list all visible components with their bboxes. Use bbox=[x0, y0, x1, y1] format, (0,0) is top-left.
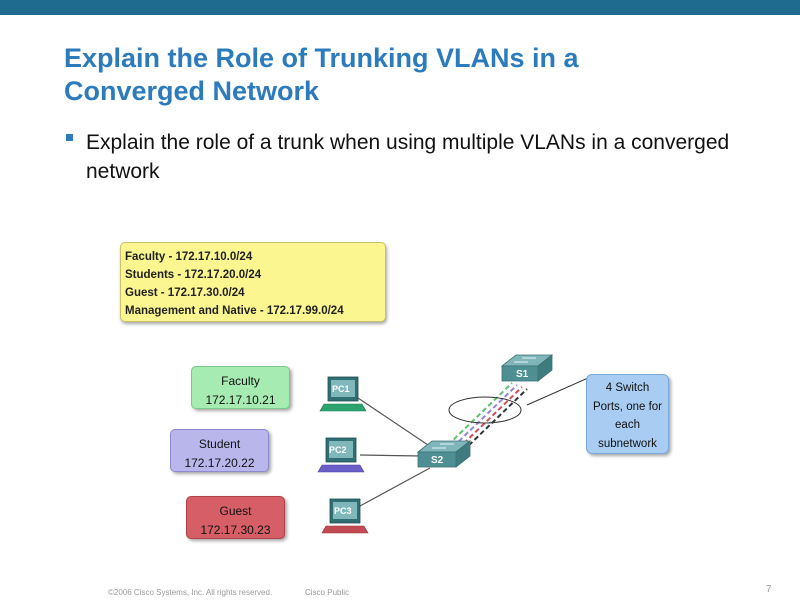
student-label-box: Student 172.17.20.22 bbox=[170, 429, 269, 472]
link-pc1-s2 bbox=[357, 397, 429, 446]
bullet-item: Explain the role of a trunk when using m… bbox=[66, 128, 746, 186]
faculty-ip: 172.17.10.21 bbox=[205, 393, 276, 407]
switch-s1[interactable]: S1 bbox=[500, 354, 554, 382]
callout-line-2: Ports, one for bbox=[592, 400, 663, 413]
pc1-label: PC1 bbox=[332, 384, 350, 394]
subnet-students: Students - 172.17.20.0/24 bbox=[125, 269, 262, 281]
title-line-2: Converged Network bbox=[64, 76, 320, 106]
subnet-management: Management and Native - 172.17.99.0/24 bbox=[125, 305, 344, 317]
subnet-faculty: Faculty - 172.17.10.0/24 bbox=[125, 251, 253, 263]
callout-line-1: 4 Switch bbox=[605, 382, 650, 394]
faculty-label-box: Faculty 172.17.10.21 bbox=[191, 366, 290, 409]
pc3-computer[interactable]: PC3 bbox=[321, 498, 369, 534]
pc3-label: PC3 bbox=[334, 506, 352, 516]
pc2-label: PC2 bbox=[329, 445, 347, 455]
guest-ip: 172.17.30.23 bbox=[200, 523, 271, 537]
subnet-guest: Guest - 172.17.30.0/24 bbox=[125, 287, 245, 299]
student-name: Student bbox=[198, 437, 241, 451]
footer-classification: Cisco Public bbox=[305, 588, 350, 597]
faculty-name: Faculty bbox=[221, 374, 260, 388]
bullet-square-icon bbox=[66, 134, 73, 141]
switch-ports-callout: 4 Switch Ports, one for each subnetwork bbox=[586, 374, 669, 454]
switch-s2-label: S2 bbox=[431, 455, 444, 466]
pc2-computer[interactable]: PC2 bbox=[317, 437, 365, 473]
callout-line-3: each bbox=[615, 419, 640, 431]
subnet-legend-box: Faculty - 172.17.10.0/24 Students - 172.… bbox=[120, 242, 386, 322]
guest-label-box: Guest 172.17.30.23 bbox=[186, 496, 285, 539]
slide-title: Explain the Role of Trunking VLANs in a … bbox=[64, 42, 744, 108]
callout-pointer bbox=[526, 377, 589, 406]
footer-copyright: ©2006 Cisco Systems, Inc. All rights res… bbox=[108, 588, 273, 597]
link-pc2-s2 bbox=[359, 454, 423, 457]
title-line-1: Explain the Role of Trunking VLANs in a bbox=[64, 43, 579, 73]
switch-s1-label: S1 bbox=[516, 369, 529, 380]
callout-line-4: subnetwork bbox=[598, 437, 657, 450]
guest-name: Guest bbox=[219, 504, 252, 518]
bullet-text: Explain the role of a trunk when using m… bbox=[86, 131, 730, 183]
trunk-ellipse bbox=[448, 396, 522, 424]
switch-s2[interactable]: S2 bbox=[416, 440, 472, 468]
student-ip: 172.17.20.22 bbox=[184, 456, 255, 470]
pc1-computer[interactable]: PC1 bbox=[319, 376, 367, 412]
link-pc3-s2 bbox=[359, 467, 431, 507]
page-number: 7 bbox=[766, 584, 772, 595]
trunk-links bbox=[447, 382, 528, 452]
top-bar bbox=[0, 0, 800, 15]
